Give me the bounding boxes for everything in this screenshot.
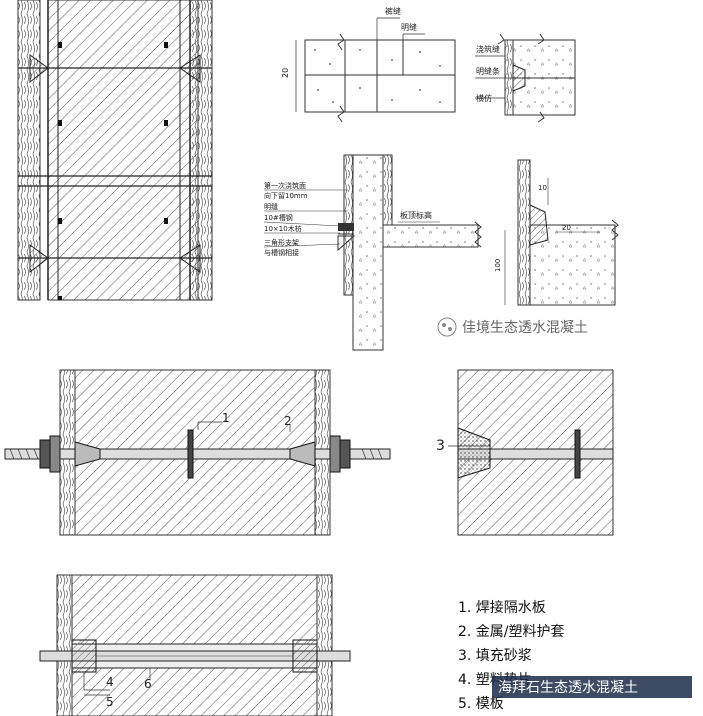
panel-a-wall-elevation [17,0,213,301]
label-first-pour: 第一次浇筑面 [264,181,306,190]
dim-20-label-e: 20 [562,224,571,232]
legend-item-1: 1. 焊接隔水板 [458,599,546,616]
callout-1: 1 [222,411,230,425]
callout-3: 3 [436,438,445,454]
label-channel: 10#槽钢 [264,213,293,222]
panel-e-strip-dimension-detail: 10 20 100 [494,159,619,306]
panel-d-channel-support-section: 第一次浇筑面 向下留10mm 明缝 10#槽钢 10×10木枋 三角形支架 与槽… [263,154,482,351]
legend-item-5: 5. 模板 [458,696,504,712]
batten-label: 横仿 [476,93,492,103]
pour-joint-label: 浇筑缝 [476,44,500,54]
label-10mm: 向下留10mm [264,191,308,200]
watermark-1-text: 佳境生态透水混凝土 [462,320,588,336]
panel-g-filled-mortar-detail: 3 [436,369,614,536]
callout-2: 2 [284,414,292,428]
panel-h-sleeve-detail: 4 5 6 [39,574,351,716]
watermark-2: 海拜石生态透水混凝土 [492,676,692,698]
watermark-2-text: 海拜石生态透水混凝土 [498,680,638,696]
panel-b-panel-layout: 20 裤缝 明缝 [281,6,456,123]
label-bracket: 三角形支架 [264,238,299,247]
slab-elevation-label: 板顶标高 [400,210,432,220]
legend: 1. 焊接隔水板 2. 金属/塑料护套 3. 填充砂浆 4. 塑料垫片 5. 模… [458,599,565,712]
strip-label: 明缝条 [476,66,500,76]
callout-4: 4 [106,675,114,689]
label-joint: 明缝 [264,202,278,211]
panel-c-joint-strip-detail: 浇筑缝 明缝条 横仿 [475,33,576,123]
legend-item-2: 2. 金属/塑料护套 [458,624,565,640]
watermark-1: 佳境生态透水混凝土 [437,317,588,337]
callout-6: 6 [144,677,152,691]
callout-5: 5 [106,695,114,709]
dim-10-label: 10 [538,184,547,192]
joint-label: 明缝 [401,22,417,32]
label-timber: 10×10木枋 [264,224,302,233]
dim-100-label: 100 [494,259,502,272]
label-bracket-connect: 与槽钢相接 [264,248,299,257]
dim-20-label: 20 [281,68,290,78]
legend-item-3: 3. 填充砂浆 [458,648,532,664]
seam-label: 裤缝 [385,6,401,16]
panel-f-tie-bolt-section: 1 2 [4,369,391,536]
